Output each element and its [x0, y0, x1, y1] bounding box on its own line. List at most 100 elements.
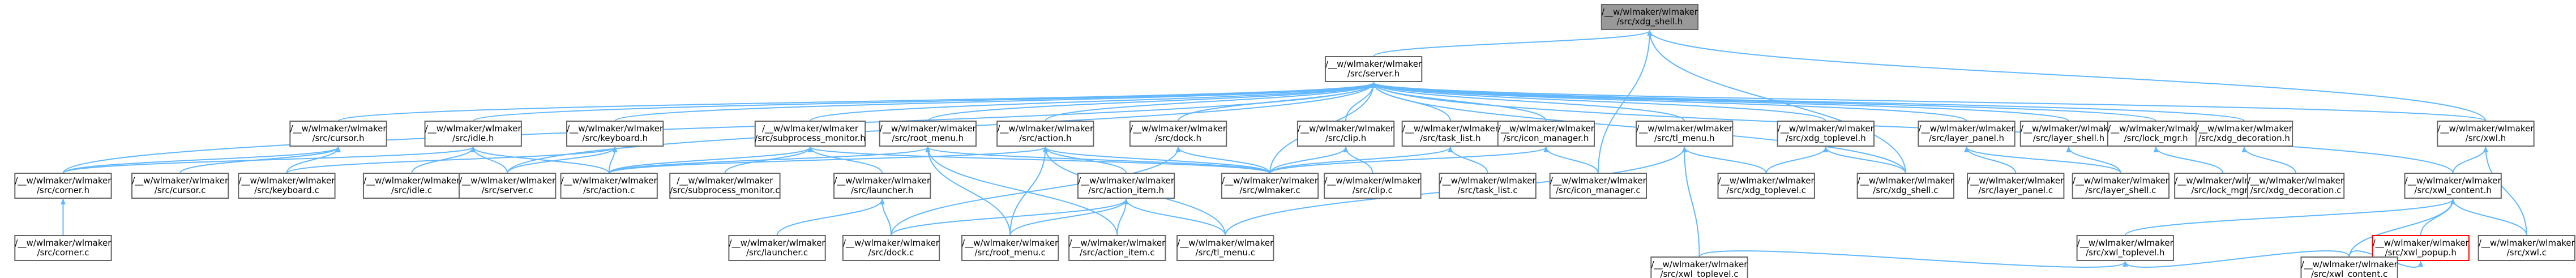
graph-node-xdgtop-c[interactable]: /__w/wlmaker/wlmaker/src/xdg_toplevel.c	[1717, 173, 1815, 199]
node-label-line: /src/launcher.h	[851, 185, 913, 195]
node-label-line: /src/xwl_popup.h	[2385, 247, 2457, 258]
graph-node-actionitem-c[interactable]: /__w/wlmaker/wlmaker/src/action_item.c	[1068, 235, 1166, 261]
node-box	[842, 235, 940, 261]
graph-node-server-c[interactable]: /__w/wlmaker/wlmaker/src/server.c	[458, 173, 557, 199]
graph-node-iconmgr-h[interactable]: /__w/wlmaker/wlmaker/src/icon_manager.h	[1497, 121, 1595, 147]
node-label-line: /__w/wlmaker/wlmaker	[1069, 238, 1166, 249]
graph-node-tasklist-h[interactable]: /__w/wlmaker/wlmaker/src/task_list.h	[1401, 121, 1500, 147]
graph-node-xwlpopup-h[interactable]: /__w/wlmaker/wlmaker/src/xwl_popup.h	[2372, 235, 2470, 261]
graph-node-xwltop-h[interactable]: /__w/wlmaker/wlmaker/src/xwl_toplevel.h	[2076, 235, 2174, 261]
node-box	[754, 121, 866, 147]
node-label-line: /src/lock_mgr.h	[2124, 133, 2188, 144]
graph-node-launcher-h[interactable]: /__w/wlmaker/wlmaker/src/launcher.h	[833, 173, 931, 199]
node-label-line: /__w/wlmaker/wlmaker	[2301, 259, 2398, 270]
node-label-line: /__w/wlmaker/wlmaker	[1550, 176, 1647, 186]
edge-wlmaker-c-to-clip-h	[1269, 147, 1346, 174]
node-box	[1176, 235, 1274, 261]
node-label-line: /__w/wlmaker/wlmaker	[962, 238, 1059, 249]
graph-node-iconmgr-c[interactable]: /__w/wlmaker/wlmaker/src/icon_manager.c	[1549, 173, 1648, 199]
edge-lockmgr-h-to-server-h	[1373, 83, 2157, 122]
edge-rootmenu-c-to-action-h	[1009, 147, 1045, 236]
node-label-line: /src/icon_manager.c	[1556, 185, 1641, 196]
edge-actionitem-h-to-action-h	[1045, 147, 1127, 174]
edge-server-h-to-wl-root	[1373, 31, 1650, 57]
node-box	[2437, 121, 2535, 147]
graph-node-corner-h[interactable]: /__w/wlmaker/wlmaker/src/corner.h	[14, 173, 112, 199]
edge-layers-c-to-layerp-h	[1967, 147, 2121, 174]
graph-node-dock-c[interactable]: /__w/wlmaker/wlmaker/src/dock.c	[842, 235, 940, 261]
graph-node-rootmenu-c[interactable]: /__w/wlmaker/wlmaker/src/root_menu.c	[961, 235, 1059, 261]
node-label-line: /__w/wlmaker/wlmaker	[1324, 176, 1421, 186]
node-label-line: /__w/wlmaker/wlmaker	[2248, 176, 2344, 186]
graph-node-xdgtop-h[interactable]: /__w/wlmaker/wlmaker/src/xdg_toplevel.h	[1777, 121, 1875, 147]
node-box	[2372, 235, 2470, 261]
node-label-line: /src/server.h	[1347, 69, 1400, 79]
graph-node-tlmenu-h[interactable]: /__w/wlmaker/wlmaker/src/tl_menu.h	[1636, 121, 1734, 147]
node-label-line: /__w/wlmaker/wlmaker	[238, 176, 335, 186]
node-box	[1068, 235, 1166, 261]
graph-node-xwl-c[interactable]: /__w/wlmaker/wlmaker/src/xwl.c	[2477, 235, 2576, 261]
graph-node-action-c[interactable]: /__w/wlmaker/wlmaker/src/action.c	[560, 173, 658, 199]
edge-iconmgr-c-to-iconmgr-h	[1546, 147, 1599, 174]
graph-node-cursor-h[interactable]: /__w/wlmaker/wlmaker/src/cursor.h	[289, 121, 387, 147]
node-box	[833, 173, 931, 199]
graph-node-layers-c[interactable]: /__w/wlmaker/wlmaker/src/layer_shell.c	[2072, 173, 2170, 199]
graph-node-wlmaker-c[interactable]: /__w/wlmaker/wlmaker/src/wlmaker.c	[1221, 173, 1319, 199]
node-box	[2072, 173, 2170, 199]
graph-node-action-h[interactable]: /__w/wlmaker/wlmaker/src/action.h	[996, 121, 1094, 147]
graph-node-xwlcontent-c[interactable]: /__w/wlmaker/wlmaker/src/xwl_content.c	[2300, 256, 2398, 278]
node-label-line: /src/launcher.c	[746, 247, 808, 258]
graph-node-layers-h[interactable]: /__w/wlmaker/wlmaker/src/layer_shell.h	[2019, 121, 2118, 147]
graph-node-clip-h[interactable]: /__w/wlmaker/wlmaker/src/clip.h	[1296, 121, 1395, 147]
edge-xdgshell-c-to-xdgtop-h	[1826, 147, 1906, 174]
node-label-line: /src/lock_mgr.c	[2191, 185, 2254, 196]
node-label-line: /src/idle.h	[452, 133, 494, 143]
node-label-line: /src/xdg_shell.h	[1617, 16, 1683, 27]
graph-node-wl-root[interactable]: /__w/wlmaker/wlmaker/src/xdg_shell.h	[1601, 4, 1699, 30]
node-label-line: /src/dock.c	[868, 247, 914, 258]
node-label-line: /__w/wlmaker/wlmaker	[677, 176, 773, 186]
graph-node-cursor-c[interactable]: /__w/wlmaker/wlmaker/src/cursor.c	[131, 173, 229, 199]
edge-rootmenu-c-to-actionitem-h	[1009, 199, 1126, 236]
graph-node-idle-c[interactable]: /__w/wlmaker/wlmaker/src/idle.c	[362, 173, 461, 199]
graph-node-layerp-h[interactable]: /__w/wlmaker/wlmaker/src/layer_panel.h	[1918, 121, 2016, 147]
node-label-line: /__w/wlmaker/wlmaker	[1602, 7, 1698, 18]
graph-node-keyboard-h[interactable]: /__w/wlmaker/wlmaker/src/keyboard.h	[566, 121, 664, 147]
graph-node-subproc-c[interactable]: /__w/wlmaker/wlmaker/src/subprocess_moni…	[669, 173, 781, 199]
node-label-line: /__w/wlmaker/wlmaker	[834, 176, 931, 186]
node-label-line: /src/icon_manager.h	[1503, 133, 1589, 144]
graph-node-subproc-h[interactable]: /__w/wlmaker/wlmaker/src/subprocess_moni…	[754, 121, 866, 147]
node-box	[2404, 173, 2502, 199]
node-box	[2076, 235, 2174, 261]
graph-node-clip-c[interactable]: /__w/wlmaker/wlmaker/src/clip.c	[1324, 173, 1422, 199]
graph-node-keyboard-c[interactable]: /__w/wlmaker/wlmaker/src/keyboard.c	[238, 173, 336, 199]
graph-node-xwlcontent-h[interactable]: /__w/wlmaker/wlmaker/src/xwl_content.h	[2404, 173, 2502, 199]
graph-node-dock-h[interactable]: /__w/wlmaker/wlmaker/src/dock.h	[1129, 121, 1227, 147]
graph-node-xdgdeco-c[interactable]: /__w/wlmaker/wlmaker/src/xdg_decoration.…	[2246, 173, 2345, 199]
node-label-line: /src/xdg_toplevel.c	[1726, 185, 1806, 196]
graph-node-layerp-c[interactable]: /__w/wlmaker/wlmaker/src/layer_panel.c	[1967, 173, 2065, 199]
graph-node-lockmgr-h[interactable]: /__w/wlmaker/wlmaker/src/lock_mgr.h	[2107, 121, 2205, 147]
node-label-line: /src/subprocess_monitor.c	[670, 185, 780, 196]
graph-node-actionitem-h[interactable]: /__w/wlmaker/wlmaker/src/action_item.h	[1077, 173, 1175, 199]
graph-node-corner-c[interactable]: /__w/wlmaker/wlmaker/src/corner.c	[14, 235, 112, 261]
graph-node-tasklist-c[interactable]: /__w/wlmaker/wlmaker/src/task_list.c	[1439, 173, 1537, 199]
edge-action-h-to-server-h	[1045, 83, 1373, 122]
graph-node-launcher-c[interactable]: /__w/wlmaker/wlmaker/src/launcher.c	[728, 235, 826, 261]
graph-node-xdgdeco-h[interactable]: /__w/wlmaker/wlmaker/src/xdg_decoration.…	[2195, 121, 2293, 147]
node-box	[1967, 173, 2065, 199]
graph-node-server-h[interactable]: /__w/wlmaker/wlmaker/src/server.h	[1324, 56, 1423, 82]
graph-node-idle-h[interactable]: /__w/wlmaker/wlmaker/src/idle.h	[424, 121, 522, 147]
node-box	[1549, 173, 1648, 199]
graph-node-rootmenu-h[interactable]: /__w/wlmaker/wlmaker/src/root_menu.h	[879, 121, 977, 147]
graph-node-xwl-h[interactable]: /__w/wlmaker/wlmaker/src/xwl.h	[2437, 121, 2535, 147]
node-box	[1296, 121, 1395, 147]
edge-xdgtop-c-to-tlmenu-h	[1684, 147, 1767, 174]
node-box	[14, 235, 112, 261]
graph-node-xdgshell-c[interactable]: /__w/wlmaker/wlmaker/src/xdg_shell.c	[1856, 173, 1954, 199]
node-box	[560, 173, 658, 199]
edge-dock-c-to-dock-h	[890, 147, 1178, 236]
graph-node-xwltop-c[interactable]: /__w/wlmaker/wlmaker/src/xwl_toplevel.c	[1650, 256, 1748, 278]
graph-node-tlmenu-c[interactable]: /__w/wlmaker/wlmaker/src/tl_menu.c	[1176, 235, 1274, 261]
node-box	[1856, 173, 1954, 199]
